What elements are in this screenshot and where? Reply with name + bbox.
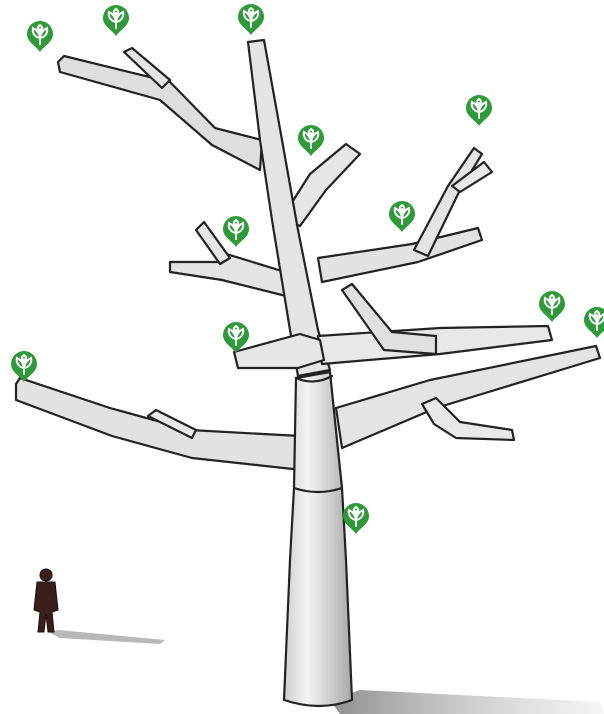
leaf-pin-icon[interactable] bbox=[343, 503, 369, 534]
leaf-pin-icon[interactable] bbox=[238, 4, 264, 35]
leaf-pin-icon[interactable] bbox=[539, 291, 565, 322]
person-figure bbox=[34, 569, 58, 632]
branch-left-long bbox=[16, 378, 302, 470]
trunk-upper bbox=[248, 40, 330, 376]
leaf-pin-icon[interactable] bbox=[27, 21, 53, 52]
leaf-pin-icon[interactable] bbox=[223, 216, 249, 247]
branch-right-mid bbox=[318, 228, 482, 282]
person-shadow bbox=[48, 630, 165, 644]
leaf-pin-icon[interactable] bbox=[389, 201, 415, 232]
leaf-pin-icon[interactable] bbox=[298, 125, 324, 156]
branch-right-low-twig bbox=[422, 398, 514, 440]
leaf-pin-icon[interactable] bbox=[466, 95, 492, 126]
leaf-pin-icon[interactable] bbox=[11, 351, 37, 382]
tree-shadow bbox=[330, 690, 604, 714]
leaf-pin-icon[interactable] bbox=[103, 5, 129, 36]
leaf-pin-icon[interactable] bbox=[584, 307, 604, 338]
